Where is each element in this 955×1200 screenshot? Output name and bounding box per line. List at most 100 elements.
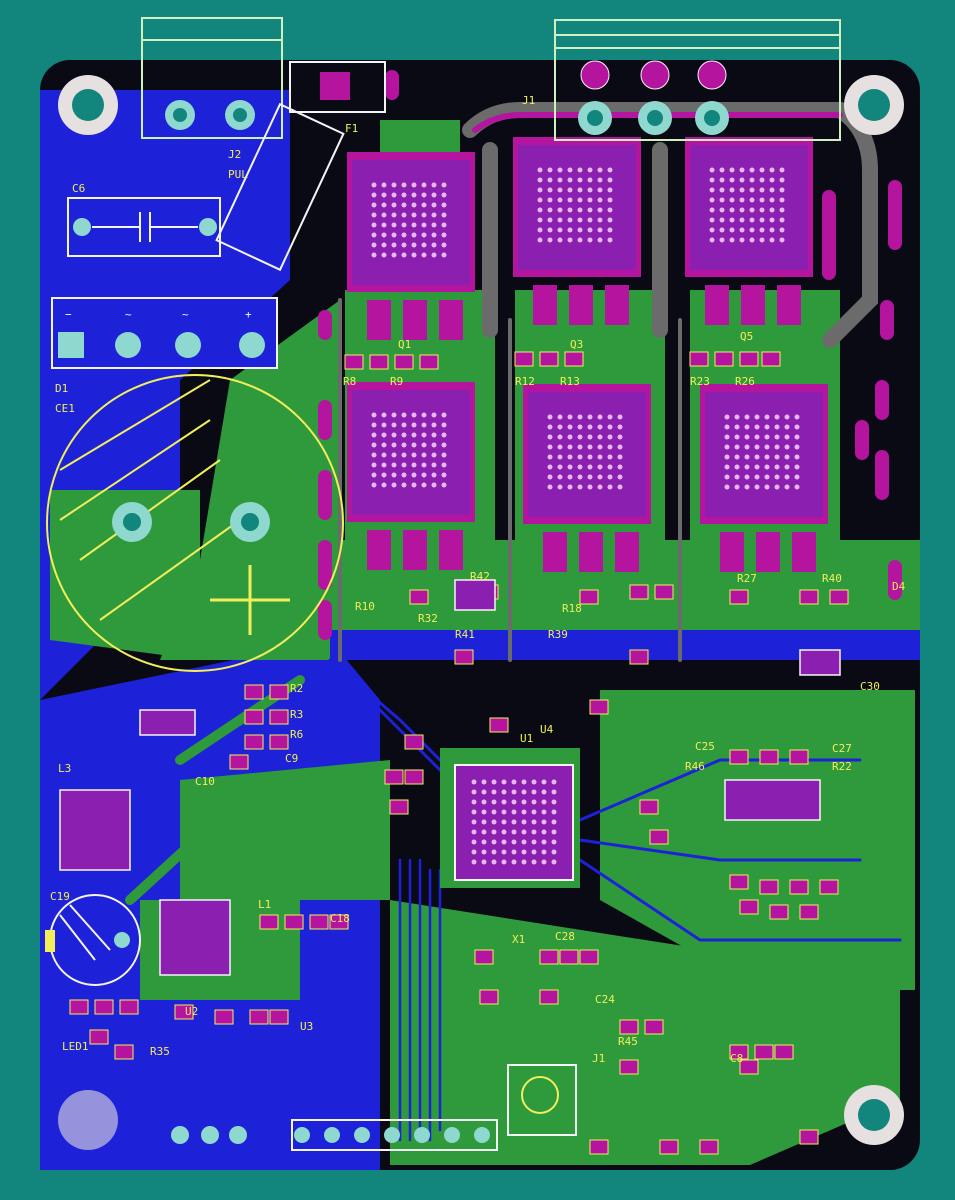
ic-package bbox=[59, 789, 131, 871]
smd-pad bbox=[769, 904, 789, 920]
smd-pad bbox=[214, 1009, 234, 1025]
terminal-marks: −~~+ bbox=[65, 308, 252, 321]
smd-pad bbox=[539, 989, 559, 1005]
rectifier-terminal bbox=[51, 297, 278, 369]
smd-pad bbox=[69, 999, 89, 1015]
connector-j1-top bbox=[554, 19, 841, 141]
smd-pad bbox=[789, 879, 809, 895]
smd-pad bbox=[619, 1059, 639, 1075]
microcontroller-u1 bbox=[440, 748, 580, 888]
smd-pad bbox=[269, 734, 289, 750]
mosfet-package bbox=[700, 384, 828, 572]
silkscreen-label: R27 bbox=[737, 572, 757, 585]
silkscreen-label: C25 bbox=[695, 740, 715, 753]
silkscreen-label: PUL bbox=[228, 168, 248, 181]
smd-pad bbox=[739, 899, 759, 915]
silkscreen-label: R18 bbox=[562, 602, 582, 615]
smd-pad bbox=[344, 354, 364, 370]
silkscreen-label: D1 bbox=[55, 382, 68, 395]
silkscreen-label: R12 bbox=[515, 375, 535, 388]
silkscreen-label: R2 bbox=[290, 682, 303, 695]
silkscreen-label: C9 bbox=[285, 752, 298, 765]
smd-pad bbox=[539, 949, 559, 965]
silkscreen-label: R41 bbox=[455, 628, 475, 641]
silkscreen-label: CE1 bbox=[55, 402, 75, 415]
smd-pad bbox=[644, 1019, 664, 1035]
smd-pad bbox=[564, 351, 584, 367]
silkscreen-label: C24 bbox=[595, 993, 615, 1006]
electrolytic-capacitor-ce1 bbox=[46, 374, 344, 672]
header-pins bbox=[171, 1064, 577, 1151]
silkscreen-label: U3 bbox=[300, 1020, 313, 1033]
smd-pad bbox=[629, 649, 649, 665]
smd-pad bbox=[474, 949, 494, 965]
smd-pad bbox=[689, 351, 709, 367]
silkscreen-label: Q5 bbox=[740, 330, 753, 343]
smd-pad bbox=[89, 1029, 109, 1045]
edge-pads bbox=[318, 70, 902, 640]
smd-pad bbox=[799, 589, 819, 605]
top-copper-pour-mid bbox=[180, 760, 390, 900]
smd-pad bbox=[659, 1139, 679, 1155]
top-copper-pour-right bbox=[600, 690, 915, 990]
smd-pad bbox=[269, 709, 289, 725]
smd-pad bbox=[729, 1044, 749, 1060]
silkscreen-label: R40 bbox=[822, 572, 842, 585]
smd-pad bbox=[819, 879, 839, 895]
silkscreen-label: R22 bbox=[832, 760, 852, 773]
smd-pad bbox=[119, 999, 139, 1015]
smd-pad bbox=[754, 1044, 774, 1060]
smd-pad bbox=[454, 649, 474, 665]
smd-pad bbox=[829, 589, 849, 605]
smd-pad bbox=[394, 354, 414, 370]
smd-pad bbox=[269, 1009, 289, 1025]
silkscreen-label: C18 bbox=[330, 912, 350, 925]
smd-pad bbox=[404, 734, 424, 750]
smd-pad bbox=[489, 717, 509, 733]
ic-package bbox=[799, 649, 841, 676]
smd-pad bbox=[539, 351, 559, 367]
smd-pad bbox=[559, 949, 579, 965]
silkscreen-label: U1 bbox=[520, 732, 533, 745]
smd-pad bbox=[729, 874, 749, 890]
smd-pad bbox=[269, 684, 289, 700]
diode-outlines bbox=[45, 61, 386, 986]
smd-pad bbox=[404, 769, 424, 785]
smd-pad bbox=[619, 1019, 639, 1035]
top-copper-pour-cap bbox=[160, 300, 340, 660]
smd-pad bbox=[384, 769, 404, 785]
smd-pad bbox=[774, 1044, 794, 1060]
smd-pad bbox=[761, 351, 781, 367]
silkscreen-label: Q3 bbox=[570, 338, 583, 351]
silkscreen-label: R8 bbox=[343, 375, 356, 388]
ic-package bbox=[454, 579, 496, 611]
smd-pad bbox=[369, 354, 389, 370]
smd-pad bbox=[654, 584, 674, 600]
silkscreen-label: L1 bbox=[258, 898, 271, 911]
power-mosfets bbox=[347, 137, 828, 572]
smd-pad bbox=[579, 589, 599, 605]
mosfet-package bbox=[347, 152, 475, 340]
silkscreen-label: R32 bbox=[418, 612, 438, 625]
silkscreen-label: R46 bbox=[685, 760, 705, 773]
smd-pad bbox=[284, 914, 304, 930]
silkscreen-label: C6 bbox=[72, 182, 85, 195]
silkscreen-label: R9 bbox=[390, 375, 403, 388]
smd-pad bbox=[739, 1059, 759, 1075]
silkscreen-label: U4 bbox=[540, 723, 554, 736]
smd-pad bbox=[759, 879, 779, 895]
ic-package bbox=[139, 709, 196, 736]
smd-pad bbox=[174, 1004, 194, 1020]
silkscreen-label: LED1 bbox=[62, 1040, 89, 1053]
connector-j2 bbox=[141, 17, 283, 139]
silkscreen-label: R45 bbox=[618, 1035, 638, 1048]
silkscreen-label: C27 bbox=[832, 742, 852, 755]
smd-pad bbox=[739, 351, 759, 367]
smd-pad bbox=[329, 914, 349, 930]
smd-pad bbox=[244, 709, 264, 725]
silkscreen-label: U2 bbox=[185, 1005, 198, 1018]
silkscreen-label: X1 bbox=[512, 933, 525, 946]
smd-pad bbox=[244, 684, 264, 700]
